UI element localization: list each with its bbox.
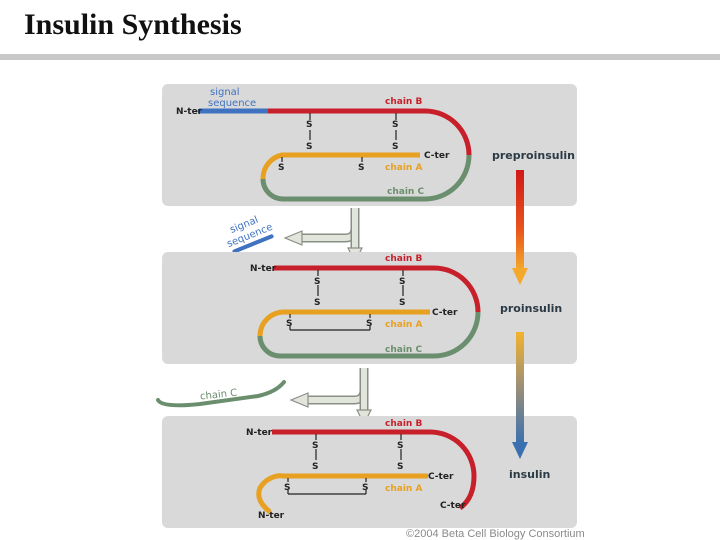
chain-c-strand <box>260 154 472 202</box>
chain-c-label: chain C <box>385 345 422 355</box>
chain-b-strand <box>272 429 477 511</box>
n-ter-label: N-ter <box>250 264 277 274</box>
sulfur-label: S <box>286 319 292 329</box>
sulfur-label: S <box>358 163 364 173</box>
chain-a-label: chain A <box>385 320 422 330</box>
title-divider <box>0 54 720 60</box>
chain-a-label: chain A <box>385 163 422 173</box>
sulfur-label: S <box>397 462 403 472</box>
chain-a-label: chain A <box>385 484 422 494</box>
sulfur-label: S <box>306 142 312 152</box>
sulfur-label: S <box>392 120 398 130</box>
n-ter-label: N-ter <box>258 511 285 521</box>
chain-a-strand <box>260 152 420 180</box>
copyright-notice: ©2004 Beta Cell Biology Consortium <box>406 528 585 540</box>
c-ter-label: C-ter <box>424 151 450 161</box>
sulfur-label: S <box>312 441 318 451</box>
n-ter-label: N-ter <box>176 107 203 117</box>
sulfur-label: S <box>392 142 398 152</box>
sulfur-label: S <box>362 483 368 493</box>
panel-insulin: S S S S S S N-ter chain B C-ter chain A … <box>162 416 577 528</box>
sulfur-label: S <box>314 298 320 308</box>
panel-proinsulin: S S S S S S N-ter chain B C-ter chain A … <box>162 252 577 364</box>
sulfur-label: S <box>366 319 372 329</box>
released-signal-sequence: signal sequence <box>226 215 274 254</box>
sulfur-label: S <box>397 441 403 451</box>
n-ter-label: N-ter <box>246 428 273 438</box>
released-chain-c: chain C <box>156 380 286 408</box>
stage-label-preproinsulin: preproinsulin <box>492 149 575 162</box>
panel-background <box>162 416 577 528</box>
progression-arrow-1 <box>512 170 528 285</box>
sulfur-label: S <box>399 277 405 287</box>
chain-b-strand <box>274 265 481 313</box>
progression-arrow-2 <box>512 332 528 459</box>
panel-background <box>162 84 577 206</box>
stage-label-proinsulin: proinsulin <box>500 302 562 315</box>
stage-label-insulin: insulin <box>509 468 550 481</box>
sulfur-label: S <box>306 120 312 130</box>
signal-sequence-label: signal <box>210 87 240 98</box>
c-ter-label: C-ter <box>440 501 466 511</box>
disulfide-bonds <box>289 270 404 331</box>
disulfide-bonds <box>281 113 397 162</box>
processing-arrow-1 <box>283 208 363 264</box>
chain-a-strand <box>257 309 430 337</box>
sulfur-label: S <box>314 277 320 287</box>
chain-c-label: chain C <box>200 388 238 403</box>
c-ter-label: C-ter <box>432 308 458 318</box>
slide-title: Insulin Synthesis <box>24 8 242 41</box>
disulfide-bonds <box>287 434 402 495</box>
sulfur-label: S <box>278 163 284 173</box>
c-ter-label: C-ter <box>428 472 454 482</box>
sulfur-label: S <box>284 483 290 493</box>
sulfur-label: S <box>312 462 318 472</box>
chain-b-label: chain B <box>385 254 422 264</box>
chain-b-strand <box>268 108 472 156</box>
chain-c-strand <box>257 311 481 359</box>
chain-a-strand <box>256 473 428 514</box>
processing-arrow-2 <box>289 368 372 426</box>
chain-c-label: chain C <box>387 187 424 197</box>
chain-b-label: chain B <box>385 97 422 107</box>
panel-preproinsulin: S S S S S S signal sequence N-ter chain … <box>162 84 577 206</box>
chain-b-label: chain B <box>385 419 422 429</box>
sulfur-label: S <box>399 298 405 308</box>
signal-sequence-label: sequence <box>208 98 256 109</box>
